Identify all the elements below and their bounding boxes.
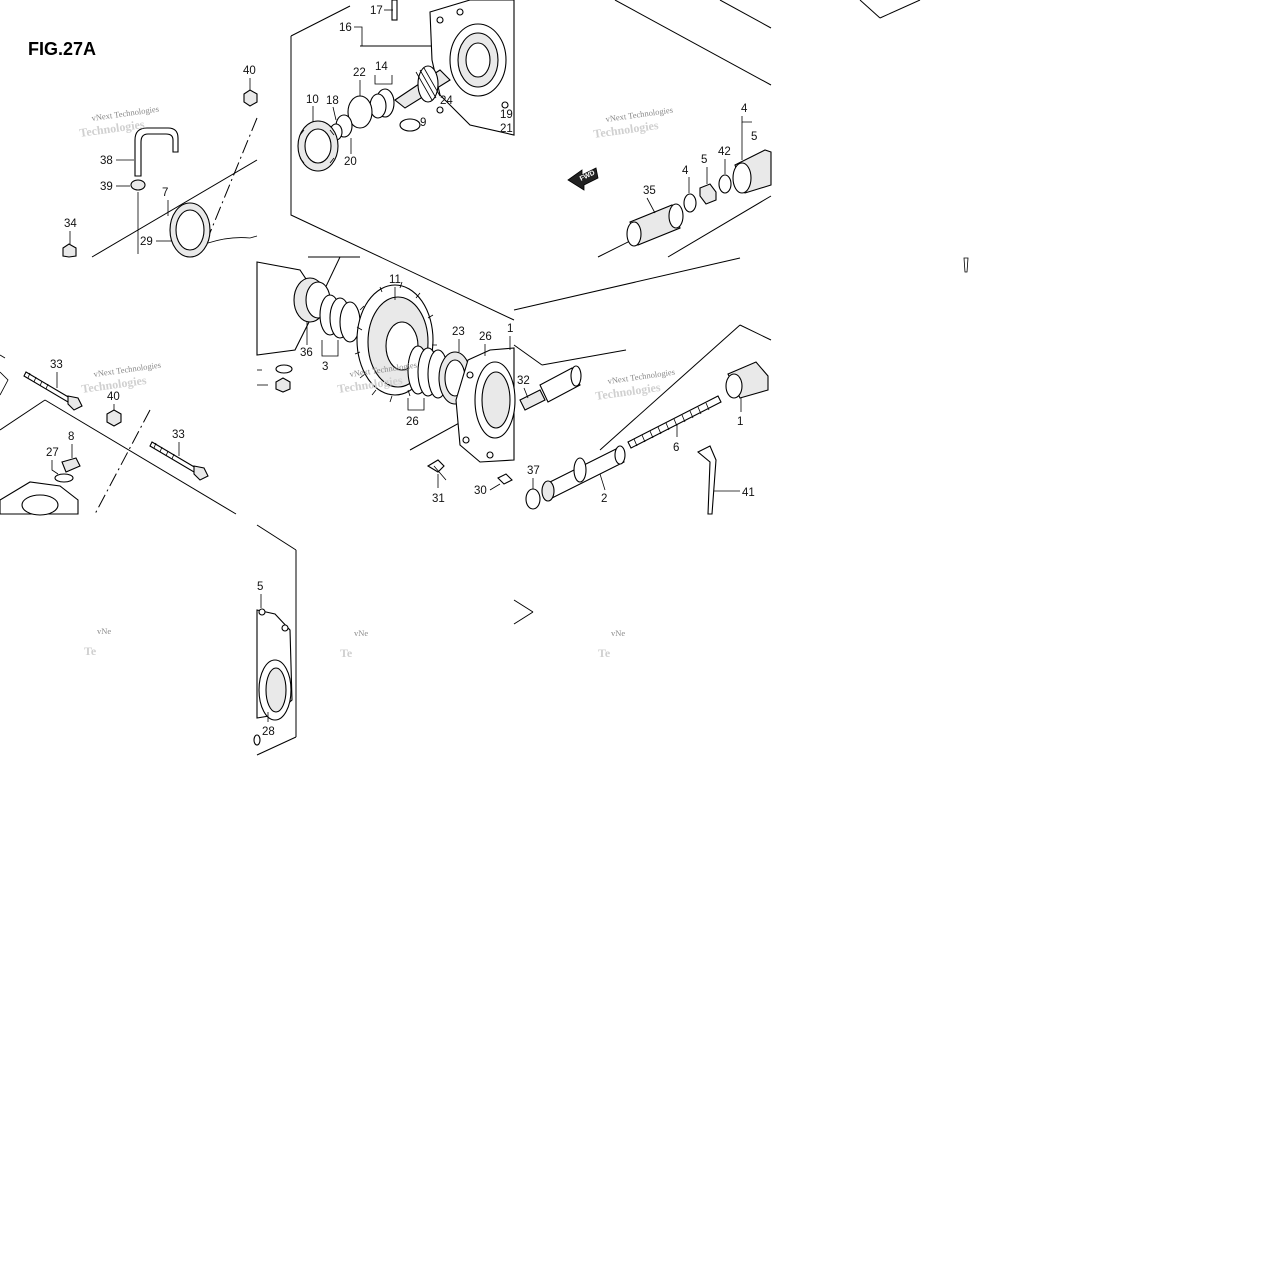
callout-35: 5 [701,154,707,166]
tile-top-right: FWD 35 4 5 42 29 4 42 5 vNext Technologi… [567,0,772,258]
callout-42: 4 [682,165,689,177]
tile-top-left: 40 38 39 7 29 34 vNext Technologies Tech… [62,65,258,258]
callout-40-lower-label: 40 [107,391,120,403]
watermark-truncated: vNe [354,628,368,638]
callout-25: 36 [300,347,313,359]
callout-37: 37 [527,465,540,477]
callout-19: 19 [500,109,513,121]
callout-1-lower: 1 [737,416,743,428]
fwd-arrow-icon: FWD [567,167,599,191]
callout-24: 24 [440,95,453,107]
callout-14: 14 [375,61,388,73]
callout-5-bottom: 5 [257,581,263,593]
callout-33-upper-label: 33 [50,359,63,371]
callout-40-top: 40 [243,65,256,77]
watermark-shadow-fragment: Te [598,646,611,660]
callout-7: 7 [162,187,168,199]
callout-41: 41 [742,487,755,499]
callout-38: 38 [100,155,113,167]
callout-9: 9 [420,117,426,129]
callout-8: 8 [68,431,74,443]
tile-middle-middle: 36 3 11 26 23 26 26 1 1 [256,256,516,505]
callout-30-label: 30 [474,485,487,497]
callout-16: 16 [339,22,352,34]
callout-17: 17 [370,5,383,17]
watermark-shadow: Technologies [592,118,659,141]
callout-21: 21 [500,123,513,135]
callout-22: 22 [353,67,366,79]
frame-fragment [879,0,921,19]
callout-18: 18 [326,95,339,107]
callout-2: 2 [601,493,607,505]
callout-13: 3 [322,361,328,373]
callout-34: 34 [64,218,77,230]
callout-36: 42 [718,146,731,158]
tile-top-middle: 17 16 22 14 10 18 24 9 19 21 20 [290,0,515,321]
callout-12: 26 [406,416,419,428]
tile-middle-right: 32 6 1 2 37 41 vNext Technologies Techno… [513,257,772,515]
callout-26-label: 26 [479,331,492,343]
callout-39: 39 [100,181,113,193]
callout-3: 35 [643,185,656,197]
callout-31-label: 31 [432,493,445,505]
watermark-shadow-fragment: Te [84,644,97,658]
callout-5-top-label: 5 [751,131,757,143]
fragment-mark [963,257,969,273]
callout-23: 23 [452,326,465,338]
figure-title: FIG.27A [28,39,96,59]
callout-27: 27 [46,447,59,459]
watermark-shadow-fragment: Te [340,646,353,660]
callout-29: 29 [140,236,153,248]
callout-33-lower: 33 [172,429,185,441]
bottom-row-watermarks: vNe Te vNe Te vNe Te [84,626,625,660]
callout-1-upper-label: 1 [507,323,513,335]
watermark-truncated: vNe [611,628,625,638]
watermark-truncated: vNe [97,626,111,636]
callout-20: 20 [344,156,357,168]
callout-11: 11 [389,274,401,286]
callout-32: 32 [517,375,530,387]
tile-middle-left: 1 33 25 40 33 8 27 vNext Technologies Te… [0,354,237,516]
watermark-shadow: Technologies [594,380,661,403]
callout-28: 28 [262,726,275,738]
callout-10: 10 [306,94,319,106]
tile-bottom-middle: 5 28 [253,524,534,756]
frame-fragment [859,0,881,19]
callout-6: 6 [673,442,679,454]
callout-4-label: 4 [741,103,748,115]
